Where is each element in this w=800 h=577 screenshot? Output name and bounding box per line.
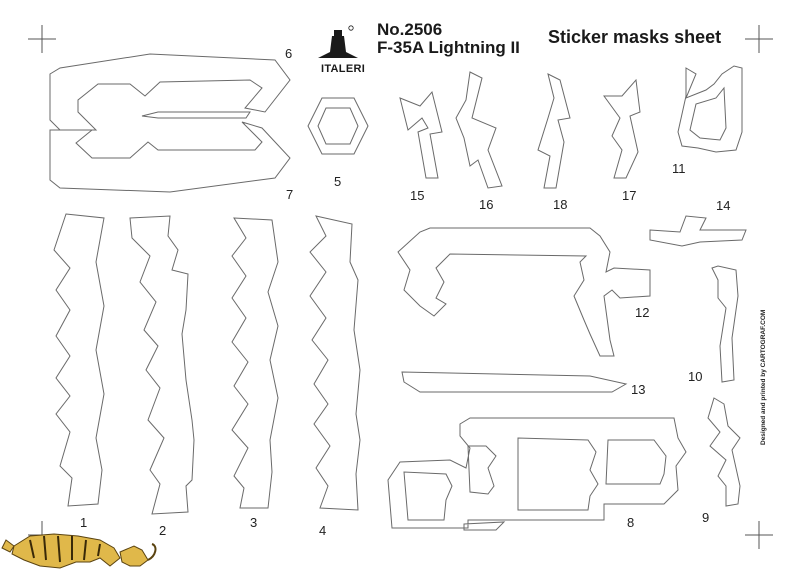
mask-4-label: 4	[319, 523, 326, 538]
tiger-mascot-icon	[1, 533, 157, 569]
mask-17-label: 17	[622, 188, 636, 203]
mask-11	[677, 65, 743, 153]
registration-mark-icon	[745, 521, 773, 549]
mask-16	[455, 71, 503, 189]
mask-6-label: 6	[285, 46, 292, 61]
mask-1	[53, 213, 105, 507]
mask-13	[401, 371, 628, 393]
mask-17	[603, 78, 641, 179]
registration-mark-icon	[745, 25, 773, 53]
mask-7	[49, 121, 291, 193]
mask-1-label: 1	[80, 515, 87, 530]
mask-11-label: 11	[672, 161, 686, 176]
italeri-logo-icon	[318, 25, 358, 58]
mask-13-label: 13	[631, 382, 645, 397]
mask-8-label: 8	[627, 515, 634, 530]
mask-6	[49, 53, 291, 131]
mask-18-label: 18	[553, 197, 567, 212]
mask-12-label: 12	[635, 305, 649, 320]
mask-16-label: 16	[479, 197, 493, 212]
mask-14	[649, 215, 747, 247]
mask-14-label: 14	[716, 198, 730, 213]
mask-3	[231, 217, 279, 509]
mask-15-label: 15	[410, 188, 424, 203]
model-name: F-35A Lightning II	[377, 38, 520, 57]
mask-3-label: 3	[250, 515, 257, 530]
mask-5-label: 5	[334, 174, 341, 189]
registration-mark-icon	[28, 25, 56, 53]
brand-name: ITALERI	[321, 63, 366, 75]
mask-2	[129, 215, 195, 515]
printer-credit: Designed and printed by CARTOGRAF.COM	[760, 309, 767, 445]
mask-2-label: 2	[159, 523, 166, 538]
mask-4	[309, 215, 361, 511]
mask-8	[387, 417, 687, 531]
mask-7-label: 7	[286, 187, 293, 202]
mask-15	[399, 90, 443, 179]
mask-10-label: 10	[688, 369, 702, 384]
mask-5	[307, 97, 369, 155]
mask-9	[707, 397, 741, 507]
mask-9-label: 9	[702, 510, 709, 525]
sheet-title: Sticker masks sheet	[548, 27, 722, 47]
mask-18	[537, 73, 571, 189]
model-number: No.2506	[377, 20, 443, 39]
mask-12	[397, 227, 651, 357]
mask-10	[711, 265, 739, 383]
